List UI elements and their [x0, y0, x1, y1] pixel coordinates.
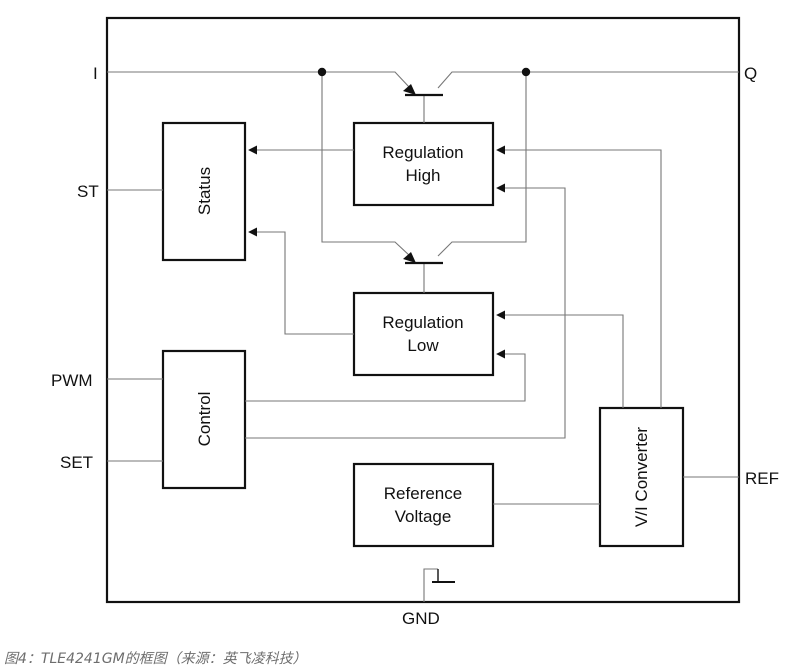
regulation-low-label-line2: Low — [407, 336, 439, 355]
figure-caption: 图4：TLE4241GM的框图（来源：英飞凌科技） — [4, 651, 307, 667]
pin-label-gnd: GND — [402, 609, 440, 628]
reference-label-line2: Voltage — [395, 507, 452, 526]
control-label: Control — [195, 392, 214, 447]
regulation-high-block — [352, 121, 495, 207]
regulation-high-label-line1: Regulation — [382, 143, 463, 162]
reference-voltage-block — [352, 462, 495, 548]
transistor-low-icon — [403, 252, 443, 265]
pin-label-set: SET — [60, 453, 93, 472]
regulation-low-block — [352, 291, 495, 377]
junction-dot-output — [521, 67, 531, 77]
status-block — [161, 121, 247, 262]
status-label: Status — [195, 167, 214, 215]
reference-label-line1: Reference — [384, 484, 462, 503]
pin-label-ref: REF — [745, 469, 779, 488]
pin-label-i: I — [93, 64, 98, 83]
regulation-low-label-line1: Regulation — [382, 313, 463, 332]
regulation-high-label-line2: High — [406, 166, 441, 185]
transistor-high-icon — [403, 84, 443, 97]
pin-label-st: ST — [77, 182, 99, 201]
chip-outline — [105, 16, 741, 604]
pin-label-pwm: PWM — [51, 371, 93, 390]
signal-lines — [107, 71, 739, 602]
control-block — [161, 349, 247, 490]
pin-label-q: Q — [744, 64, 757, 83]
vi-converter-label: V/I Converter — [632, 427, 651, 527]
junction-dot-input — [317, 67, 327, 77]
